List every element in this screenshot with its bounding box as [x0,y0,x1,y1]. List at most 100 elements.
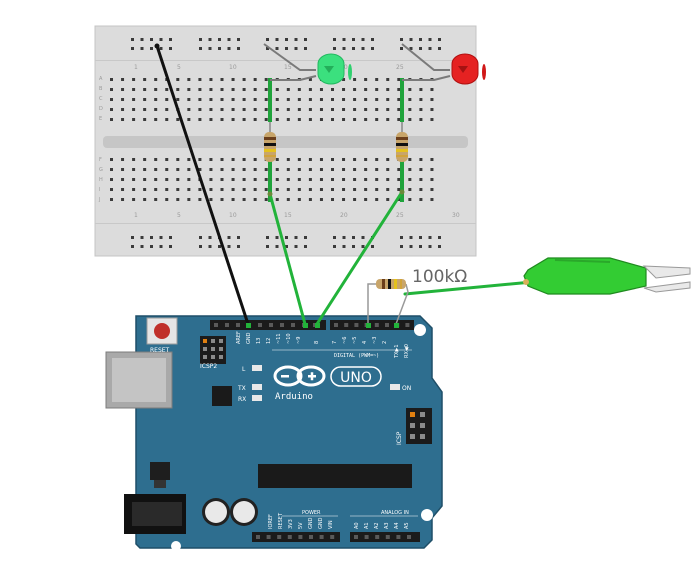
hole [342,236,346,239]
hole [154,178,158,181]
hole [165,168,169,171]
pin-label: 7 [332,341,338,344]
icsp-header [406,408,432,444]
analog-header [350,532,420,542]
hole [121,188,125,191]
hole [236,323,240,327]
hole [375,178,379,181]
hole [198,198,202,201]
bb-row-letter: F [99,157,102,163]
pin-label: TX▶1 [394,344,400,359]
bb-top-num: 15 [284,64,292,71]
bb-row-letter: A [99,76,103,82]
hole [400,38,403,41]
hole [342,108,346,111]
hole [364,535,369,539]
hole [331,88,334,91]
hole [352,236,355,239]
hole [408,98,412,101]
hole [154,158,158,161]
bb-top-num: 25 [396,64,404,71]
hole [353,168,357,171]
hole [176,98,180,101]
hole [375,158,379,161]
hole [409,47,413,50]
hole [342,198,346,201]
hole [342,78,346,81]
hole [308,168,312,171]
hole [131,38,134,41]
bb-row-letter: C [99,96,103,102]
hole [275,98,279,101]
hole [308,88,312,91]
hole [430,158,434,161]
hole [354,323,359,327]
hole [198,108,202,111]
hole [342,98,346,101]
hole [397,168,401,171]
hole [143,168,147,171]
hole [132,168,136,171]
hole [364,78,368,81]
hole [275,236,279,239]
hole [132,158,136,161]
hole [253,88,257,91]
hole [253,198,257,201]
hole [375,198,379,201]
hole [374,323,379,327]
hole [253,168,257,171]
hole [110,178,113,181]
column-highlight [268,78,272,122]
hole [319,188,323,191]
digital-label: DIGITAL (PWM=~) [334,353,379,359]
hole [231,188,235,191]
hole [303,323,308,328]
hole [132,118,136,121]
hole [231,88,235,91]
hole [308,158,312,161]
tx-label: TX [237,385,246,392]
icsp-label: ICSP [396,431,403,445]
hole [159,38,163,41]
hole [110,98,113,101]
hole [266,47,269,50]
hole [140,236,144,239]
bb-bottom-num: 1 [134,212,138,219]
hole [308,178,312,181]
hole [438,38,441,41]
hole [176,158,180,161]
hole [121,168,125,171]
breadboard-row-letters: A B C D E F G H I J [98,76,103,203]
hole [209,168,213,171]
hole [364,88,368,91]
hole [143,98,147,101]
hole [176,198,180,201]
hole [287,535,292,539]
hole [371,47,374,50]
hole [430,88,434,91]
hole [286,188,290,191]
hole [352,47,355,50]
hole [169,236,172,239]
hole [407,535,411,539]
alligator-clip [523,257,691,295]
hole [397,118,401,121]
hole [438,47,441,50]
hole [242,98,246,101]
hole [231,78,235,81]
hole [280,323,284,327]
hole [297,178,301,181]
hole [132,88,136,91]
clip-jaw-top [642,265,691,279]
hole [353,88,357,91]
hole [264,98,268,101]
hole [331,98,334,101]
pin-label: RESET [278,512,284,529]
hole [397,88,401,91]
hole [353,78,357,81]
hole [285,236,288,239]
hole [385,535,390,539]
hole [266,236,269,239]
hole [275,47,279,50]
hole [154,198,158,201]
